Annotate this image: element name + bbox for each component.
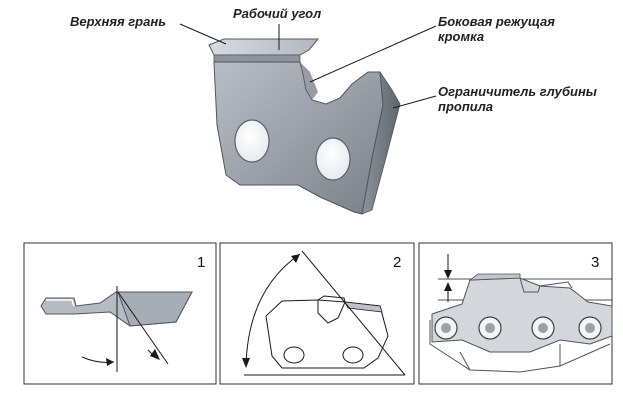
label-depth-gauge-line1: Ограничитель глубины: [438, 84, 597, 99]
label-top-plate: Верхняя грань: [70, 14, 166, 29]
label-depth-gauge: Ограничитель глубины пропила: [438, 84, 597, 114]
rivet-hole-left: [234, 119, 270, 163]
top-plate: [208, 38, 320, 56]
label-depth-gauge-line2: пропила: [438, 99, 494, 114]
panel-3: [418, 242, 613, 385]
panel-1: [23, 242, 217, 385]
top-plate-edge: [213, 54, 301, 63]
panel-1-number: 1: [197, 254, 206, 271]
panel-2: [219, 242, 415, 385]
tooth-3d-illustration: [208, 38, 401, 215]
panel-3-number: 3: [591, 254, 600, 271]
label-side-cutting-edge-line2: кромка: [438, 29, 485, 44]
panel-2-number: 2: [393, 254, 402, 271]
rivet-hole-right: [315, 137, 351, 181]
callout-leaders: [179, 23, 437, 109]
gullet-shadow: [300, 62, 318, 100]
label-side-cutting-edge: Боковая режущая кромка: [438, 14, 555, 44]
label-working-angle: Рабочий угол: [233, 6, 322, 21]
label-side-cutting-edge-line1: Боковая режущая: [438, 14, 555, 29]
